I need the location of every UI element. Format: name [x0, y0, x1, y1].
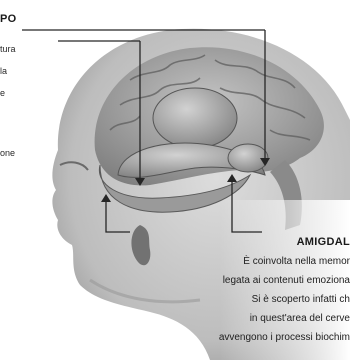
amygdala-text-line: È coinvolta nella memor: [243, 255, 350, 269]
hippocampus-text-line: e: [0, 88, 5, 99]
amygdala-text-line: in quest'area del cerve: [250, 312, 350, 326]
amygdala-text-line: avvengono i processi biochim: [219, 331, 350, 345]
hippocampus-text-line: tura: [0, 44, 16, 55]
hippocampus-text-line: la: [0, 66, 7, 77]
thalamus-structure: [153, 88, 237, 148]
hippocampus-text-line: one: [0, 148, 15, 159]
amygdala-title: AMIGDAL: [297, 236, 350, 248]
amygdala-text-line: legata ai contenuti emoziona: [223, 274, 350, 288]
hippocampus-title: PO: [0, 13, 17, 25]
amygdala-text-line: Si è scoperto infatti ch: [252, 293, 350, 307]
